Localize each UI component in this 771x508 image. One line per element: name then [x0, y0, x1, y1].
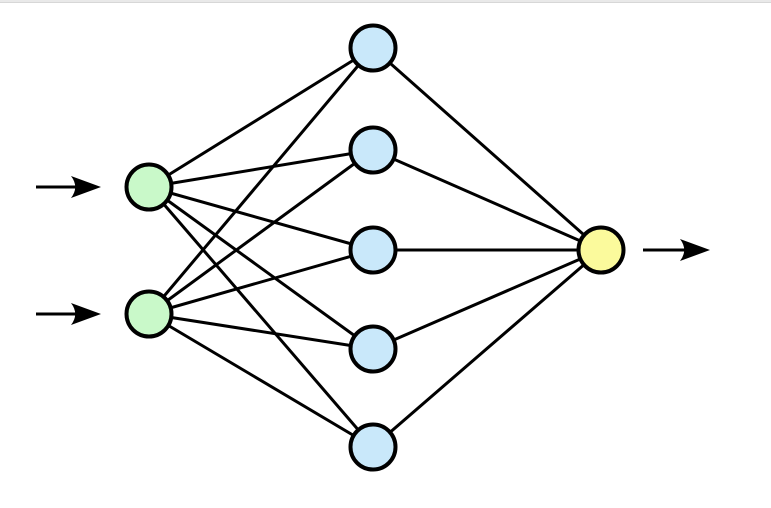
- edge-i2-h2: [148, 148, 374, 316]
- edge-h1-o1: [372, 46, 602, 252]
- edge-h5-o1: [372, 248, 602, 449]
- input-node-2: [124, 289, 174, 339]
- input-arrow-1-head: [71, 176, 101, 198]
- edge-h2-o1: [372, 148, 602, 252]
- edge-i1-h5: [147, 186, 375, 448]
- input-arrow-2-head: [71, 303, 101, 325]
- edge-i2-h4: [148, 312, 374, 351]
- edge-i1-h2: [148, 148, 374, 189]
- top-border: [0, 0, 771, 3]
- edge-i2-h1: [147, 47, 375, 315]
- hidden-node-2: [348, 125, 398, 175]
- edge-i2-h3: [148, 248, 374, 316]
- hidden-node-5: [348, 422, 398, 472]
- edge-i1-h4: [148, 185, 374, 351]
- edge-i1-h3: [148, 185, 374, 252]
- hidden-node-3: [348, 225, 398, 275]
- hidden-node-4: [348, 324, 398, 374]
- output-arrow-head: [680, 239, 710, 261]
- output-node-1: [576, 225, 626, 275]
- edge-i2-h5: [148, 312, 374, 449]
- edge-h4-o1: [372, 248, 602, 351]
- input-node-1: [124, 162, 174, 212]
- hidden-node-1: [348, 23, 398, 73]
- edge-i1-h1: [148, 46, 374, 189]
